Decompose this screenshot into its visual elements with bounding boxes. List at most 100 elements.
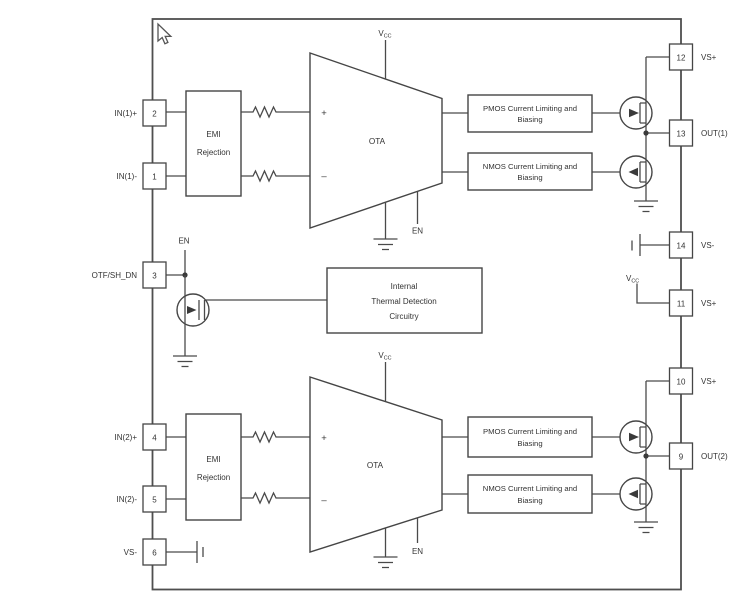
pmos1-plates — [639, 102, 646, 124]
pin14-capacitor-icon — [631, 234, 670, 256]
pin-1-number: 1 — [152, 173, 157, 182]
pin11-vcc-wire — [636, 283, 670, 304]
thermal-detection-block — [326, 267, 483, 334]
nmos1-line2: Biasing — [517, 173, 542, 182]
output-stage-2 — [619, 381, 658, 534]
emi2-line2: Rejection — [197, 473, 230, 482]
pmos1-line2: Biasing — [517, 115, 542, 124]
resistor-2-minus — [241, 491, 310, 505]
pmos2-arrow-icon — [629, 432, 639, 442]
pin-13-box — [668, 119, 694, 147]
pmos2-plates — [639, 426, 646, 448]
pmos1-arrow-icon — [629, 108, 639, 118]
channel2-wires — [166, 380, 670, 500]
thermal-line3: Circuitry — [389, 312, 418, 321]
pin-11-box — [668, 289, 694, 317]
pin-12-label: VS+ — [701, 53, 717, 62]
shutdown-ground — [173, 355, 197, 368]
pin-5-label: IN(2)- — [117, 495, 138, 504]
pin-4-number: 4 — [152, 434, 157, 443]
thermal-line2: Thermal Detection — [371, 297, 436, 306]
pin-2-box — [142, 99, 167, 127]
ota2-vcc-label: VCC — [378, 351, 391, 362]
pin-6-number: 6 — [152, 549, 157, 558]
right-pins: 12 VS+ 13 OUT(1) 14 VS- 11 VS+ 10 VS+ 9 … — [668, 43, 728, 470]
pin-12-number: 12 — [677, 54, 686, 63]
pin-9-box — [668, 442, 694, 470]
pin-10-box — [668, 367, 694, 395]
pin3-en-label: EN — [178, 237, 189, 246]
resistor-1-plus — [241, 105, 310, 119]
ota2-en-label: EN — [412, 547, 423, 556]
pin-12-box — [668, 43, 694, 71]
emi-rejection-block-2 — [185, 413, 242, 521]
shutdown-thermal-section: EN Internal Thermal Detection Circuitry … — [166, 234, 670, 368]
ota1-label: OTA — [369, 137, 386, 146]
pin-3-label: OTF/SH_DN — [92, 271, 138, 280]
nmos2-arrow-icon — [628, 489, 638, 499]
pin3-wire — [166, 250, 186, 276]
pmos-limiting-block-1 — [467, 94, 593, 133]
pin-2-number: 2 — [152, 110, 157, 119]
pin-5-box — [142, 485, 167, 513]
pin-13-number: 13 — [677, 130, 686, 139]
pin-14-box — [668, 231, 694, 259]
pin-2-label: IN(1)+ — [115, 109, 138, 118]
ota2-plus-input: + — [321, 433, 327, 444]
emi2-line1: EMI — [206, 455, 220, 464]
ota2-minus-input: – — [321, 495, 327, 506]
nmos-limiting-block-1 — [467, 152, 593, 191]
pin-11-label: VS+ — [701, 299, 717, 308]
pin-9-label: OUT(2) — [701, 452, 728, 461]
pin-5-number: 5 — [152, 496, 157, 505]
pmos-limiting-block-2 — [467, 416, 593, 458]
output-stage-1 — [619, 57, 658, 213]
nmos2-plates — [639, 483, 646, 505]
out1-junction-dot — [643, 130, 649, 136]
nmos1-arrow-icon — [628, 167, 638, 177]
nmos-limiting-block-2 — [467, 474, 593, 514]
ota-1 — [309, 52, 443, 229]
pmos2-line2: Biasing — [517, 439, 542, 448]
rail2-ground — [634, 521, 658, 534]
pin-4-label: IN(2)+ — [115, 433, 138, 442]
pin-14-number: 14 — [677, 242, 686, 251]
pin-9-number: 9 — [679, 453, 684, 462]
ota2-ground — [373, 528, 398, 569]
shutdown-transistor-arrow-icon — [187, 306, 197, 314]
nmos1-line1: NMOS Current Limiting and — [483, 162, 577, 171]
nmos1-plates — [639, 161, 646, 183]
channel1-wires — [166, 56, 670, 177]
amplifier-channel-1: EMI Rejection + – OTA VCC EN PMOS Curren… — [166, 29, 670, 251]
thermal-line1: Internal — [391, 282, 418, 291]
mouse-cursor-icon — [157, 22, 173, 45]
pin-6-label: VS- — [124, 548, 138, 557]
ota1-minus-input: – — [321, 171, 327, 182]
pin-6-box — [142, 538, 167, 566]
left-pins: 2 IN(1)+ 1 IN(1)- 3 OTF/SH_DN 4 IN(2)+ 5… — [92, 99, 167, 566]
nmos2-line2: Biasing — [517, 496, 542, 505]
pin-4-box — [142, 423, 167, 451]
pmos2-line1: PMOS Current Limiting and — [483, 427, 577, 436]
pin-11-number: 11 — [677, 300, 686, 309]
pin-3-box — [142, 261, 167, 289]
pin-10-label: VS+ — [701, 377, 717, 386]
ota-2 — [309, 376, 443, 553]
ota1-plus-input: + — [321, 108, 327, 119]
pin-13-label: OUT(1) — [701, 129, 728, 138]
resistor-2-plus — [241, 430, 310, 444]
out2-junction-dot — [643, 453, 649, 459]
pin-14-label: VS- — [701, 241, 715, 250]
shutdown-transistor-plates — [198, 300, 206, 320]
emi1-line2: Rejection — [197, 148, 230, 157]
ota2-label: OTA — [367, 461, 384, 470]
rail1-ground — [634, 200, 658, 213]
pin-1-box — [142, 162, 167, 190]
emi-rejection-block-1 — [185, 90, 242, 197]
pin6-capacitor-icon — [166, 541, 204, 563]
ota1-ground — [373, 202, 398, 251]
ota1-en-label: EN — [412, 227, 423, 236]
emi1-line1: EMI — [206, 130, 220, 139]
pin-3-number: 3 — [152, 272, 157, 281]
